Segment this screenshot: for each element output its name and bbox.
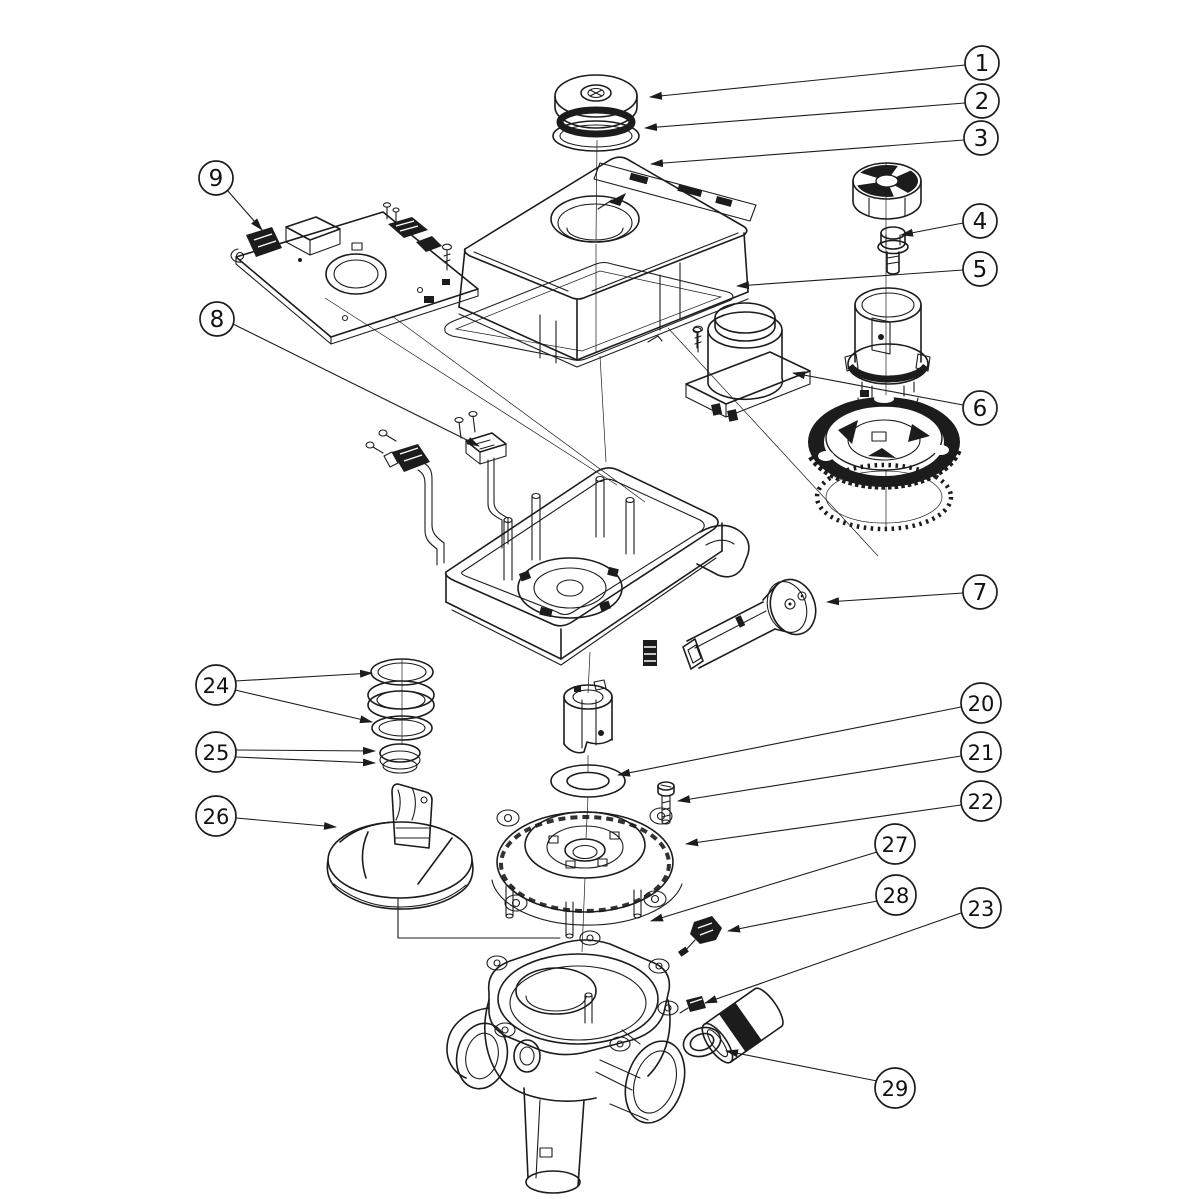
svg-text:9: 9 (209, 166, 224, 192)
svg-text:25: 25 (203, 741, 230, 765)
callout-20: 20 (960, 682, 1002, 724)
valve-bottom-pipe (523, 1087, 585, 1194)
part-seal-stack (367, 658, 435, 774)
motor-screw (692, 326, 702, 349)
part-retaining-clip (679, 996, 706, 1014)
callout-21: 21 (960, 731, 1002, 773)
part-cover-gasket (444, 261, 734, 361)
svg-text:28: 28 (883, 884, 910, 908)
callout-9: 9 (198, 160, 234, 196)
svg-text:3: 3 (974, 126, 989, 152)
callout-27: 27 (874, 823, 916, 865)
base-spring (643, 640, 657, 666)
svg-text:22: 22 (968, 790, 995, 814)
svg-text:29: 29 (882, 1077, 909, 1101)
callout-2: 2 (964, 83, 1000, 119)
svg-text:21: 21 (968, 741, 995, 765)
callout-22: 22 (960, 780, 1002, 822)
pcb-screws (382, 202, 400, 223)
callout-3: 3 (963, 120, 999, 156)
svg-text:23: 23 (968, 897, 995, 921)
svg-text:2: 2 (975, 89, 990, 115)
callout-26: 26 (195, 795, 237, 837)
construction-lines (324, 139, 887, 953)
callout-5: 5 (962, 251, 998, 287)
plate-pegs (505, 885, 642, 939)
part-diaphragm (326, 783, 561, 939)
base-posts (503, 475, 635, 581)
part-gear-housing (844, 287, 931, 412)
part-washer (550, 764, 626, 798)
cable-clamp (454, 410, 509, 549)
part-hex-bolt (877, 226, 909, 275)
part-control-knob (552, 74, 640, 152)
leader-lines (226, 64, 966, 1082)
cover-label-marks (629, 172, 733, 207)
callout-1: 1 (964, 45, 1000, 81)
callout-6: 6 (962, 390, 998, 426)
part-drive-gear (808, 395, 963, 532)
callouts: 1 2 3 4 5 6 7 8 (195, 45, 1002, 1109)
svg-text:7: 7 (973, 580, 988, 606)
part-brake-knob (852, 162, 922, 220)
part-actuator (682, 578, 817, 670)
callout-8: 8 (199, 301, 235, 337)
part-bleed-nozzle (678, 916, 722, 957)
svg-text:8: 8 (210, 307, 225, 333)
part-screw (657, 781, 675, 825)
svg-text:4: 4 (973, 209, 988, 235)
valve-right-port (624, 1040, 686, 1124)
callout-4: 4 (962, 203, 998, 239)
callout-29: 29 (874, 1067, 916, 1109)
svg-text:6: 6 (973, 396, 988, 422)
part-circuit-board (230, 202, 479, 345)
callout-24: 24 (195, 664, 237, 706)
part-cable-assembly (365, 410, 509, 566)
svg-text:20: 20 (968, 692, 995, 716)
svg-text:27: 27 (882, 833, 909, 857)
part-o-ring (682, 1026, 722, 1058)
svg-text:24: 24 (203, 674, 230, 698)
part-motor (685, 302, 811, 422)
part-indexing-ring (814, 462, 954, 532)
valve-left-port (455, 1022, 509, 1090)
plate-ears (496, 807, 673, 912)
part-cam-coupling (563, 679, 613, 754)
base-elbow (696, 524, 750, 578)
part-main-base (444, 467, 750, 666)
callout-28: 28 (875, 874, 917, 916)
svg-text:26: 26 (203, 805, 230, 829)
callout-25: 25 (195, 731, 237, 773)
callout-7: 7 (962, 574, 998, 610)
callout-23: 23 (960, 887, 1002, 929)
svg-text:1: 1 (975, 51, 990, 77)
part-cover-plate (491, 807, 683, 939)
part-valve-body (446, 930, 686, 1194)
svg-text:5: 5 (973, 257, 988, 283)
